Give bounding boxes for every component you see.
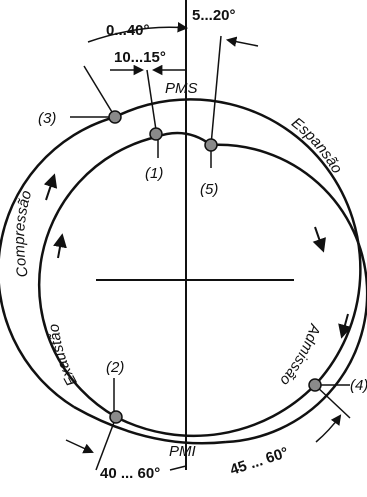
overlap-arc [155,131,212,146]
angle-bottom-left: 40 ... 60° [100,465,160,482]
point-5-label: (5) [200,181,218,198]
arrow-compression [43,173,58,201]
bottom-inner-arc [73,405,227,445]
point-5-marker [204,138,218,152]
point-1-label: (1) [145,165,163,182]
pmi-label: PMI [169,443,196,460]
point-2-marker [109,410,123,424]
point-3-label: (3) [38,110,56,127]
bottom-outer-arc [115,384,316,437]
exhaust-label: Exaustão [45,323,80,389]
dim-line-left [83,65,116,118]
dim-right-arrow [225,36,259,47]
dim-arrow-bottom-right [315,414,342,443]
angle-top-left-inner: 10...15° [114,49,166,66]
point-2-label: (2) [106,359,124,376]
angle-top-right: 5...20° [192,7,236,24]
point-4-label: (4) [350,377,367,394]
arrow-expansion [312,226,326,253]
exhaust-arc [37,135,157,419]
compression-arc [0,115,116,409]
arrow-admission [338,313,352,339]
point-1-marker [149,127,163,141]
angle-top-left-outer: 0...40° [106,22,150,39]
point-4-marker [308,378,322,392]
dim-line-right [210,35,222,146]
admission-arc [210,143,367,444]
dim-line-bottom-left [95,416,117,471]
dim-line-point1 [146,69,157,131]
point-3-marker [108,110,122,124]
arrow-exhaust [53,233,67,259]
dim-bottom-mid [169,465,187,471]
dim-arrow-bottom-left [65,439,94,454]
dim-line-bottom-right [314,384,351,419]
pms-label: PMS [165,80,198,97]
dim-arc-outer [87,22,189,43]
angle-bottom-right: 45 ... 60° [228,444,291,479]
